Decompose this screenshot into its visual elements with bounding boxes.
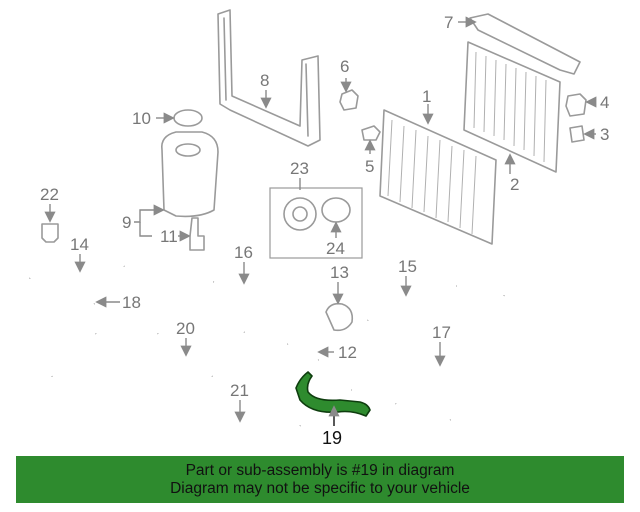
callout-24: 24 <box>326 239 345 258</box>
part-1-condenser[interactable] <box>379 109 497 245</box>
part-4-bracket[interactable] <box>565 93 587 117</box>
banner-line-1: Part or sub-assembly is #19 in diagram <box>185 461 455 479</box>
part-23-water-pump[interactable] <box>269 187 363 259</box>
callout-1: 1 <box>422 87 431 106</box>
part-17-pipe-assembly[interactable] <box>351 295 506 430</box>
callout-16: 16 <box>234 243 253 262</box>
callout-22: 22 <box>40 185 59 204</box>
callout-8: 8 <box>260 71 269 90</box>
part-18-hose[interactable] <box>49 303 95 377</box>
callout-15: 15 <box>398 257 417 276</box>
callout-5: 5 <box>365 157 374 176</box>
banner-line-2: Diagram may not be specific to your vehi… <box>170 479 470 497</box>
info-banner: Part or sub-assembly is #19 in diagram D… <box>16 456 624 503</box>
part-5-clip[interactable] <box>361 125 381 141</box>
callout-4: 4 <box>600 93 609 112</box>
callout-11: 11 <box>160 227 178 246</box>
part-3-mount[interactable] <box>569 125 585 143</box>
callout-19: 19 <box>322 428 342 448</box>
part-8-support-frame[interactable] <box>217 9 321 147</box>
callout-18: 18 <box>122 293 141 312</box>
callout-6: 6 <box>340 57 349 76</box>
callout-17: 17 <box>432 323 451 342</box>
part-9-expansion-tank[interactable] <box>160 131 219 218</box>
part-7-bracket[interactable] <box>469 13 581 75</box>
callout-7: 7 <box>444 13 453 32</box>
callout-12: 12 <box>338 343 357 362</box>
callout-2: 2 <box>510 175 519 194</box>
callout-9: 9 <box>122 213 131 232</box>
callout-labels: 1 2 3 4 5 6 7 8 9 10 11 12 13 14 15 16 1… <box>40 13 609 448</box>
part-11-sensor[interactable] <box>189 217 205 251</box>
part-13-thermostat[interactable] <box>325 302 354 332</box>
part-22-bolt[interactable] <box>41 223 59 243</box>
part-15-pipe[interactable] <box>367 285 457 321</box>
part-6-clip[interactable] <box>339 89 359 111</box>
callout-14: 14 <box>70 235 89 254</box>
leader-lines <box>44 16 597 426</box>
part-2-radiator[interactable] <box>463 41 561 173</box>
callout-23: 23 <box>290 159 309 178</box>
part-19-hose-highlighted[interactable] <box>295 371 371 417</box>
callout-21: 21 <box>230 381 249 400</box>
callout-3: 3 <box>600 125 609 144</box>
cooling-system-diagram: 1 2 3 4 5 6 7 8 9 10 11 12 13 14 15 16 1… <box>28 9 609 448</box>
callout-20: 20 <box>176 319 195 338</box>
part-21-pipe[interactable] <box>95 333 301 438</box>
callout-10: 10 <box>132 109 151 128</box>
callout-13: 13 <box>330 263 349 282</box>
part-20-pipe[interactable] <box>157 333 213 377</box>
part-10-cap[interactable] <box>173 109 203 127</box>
